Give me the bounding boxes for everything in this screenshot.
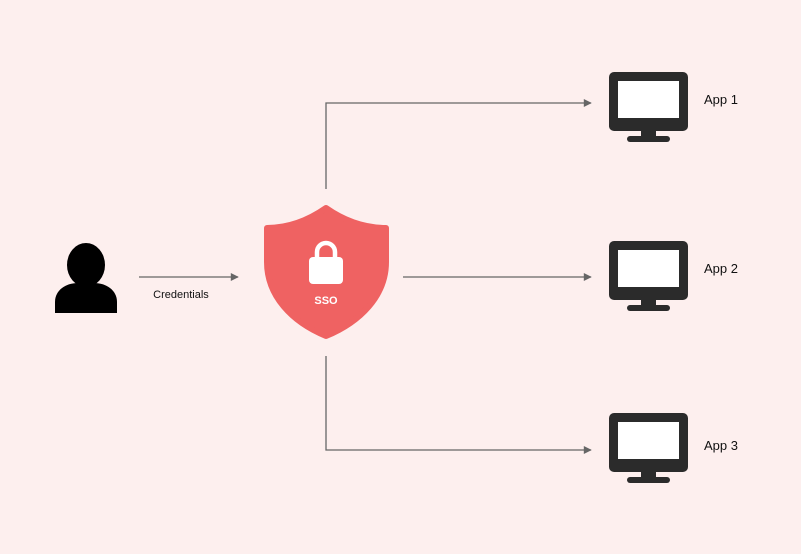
app-3-monitor-icon — [609, 413, 688, 483]
app-2-label: App 2 — [704, 261, 738, 276]
app-1-label: App 1 — [704, 92, 738, 107]
app-2-monitor-icon — [609, 241, 688, 311]
sso-to-app-1-connector — [325, 99, 592, 189]
sso-label: SSO — [314, 295, 338, 307]
user-icon — [55, 243, 117, 313]
sso-to-app-3-connector — [325, 356, 592, 454]
credentials-label: Credentials — [153, 289, 209, 301]
app-1-monitor-icon — [609, 72, 688, 142]
shield-lock-icon — [264, 205, 389, 339]
lock-icon — [309, 240, 343, 284]
app-3-label: App 3 — [704, 438, 738, 453]
